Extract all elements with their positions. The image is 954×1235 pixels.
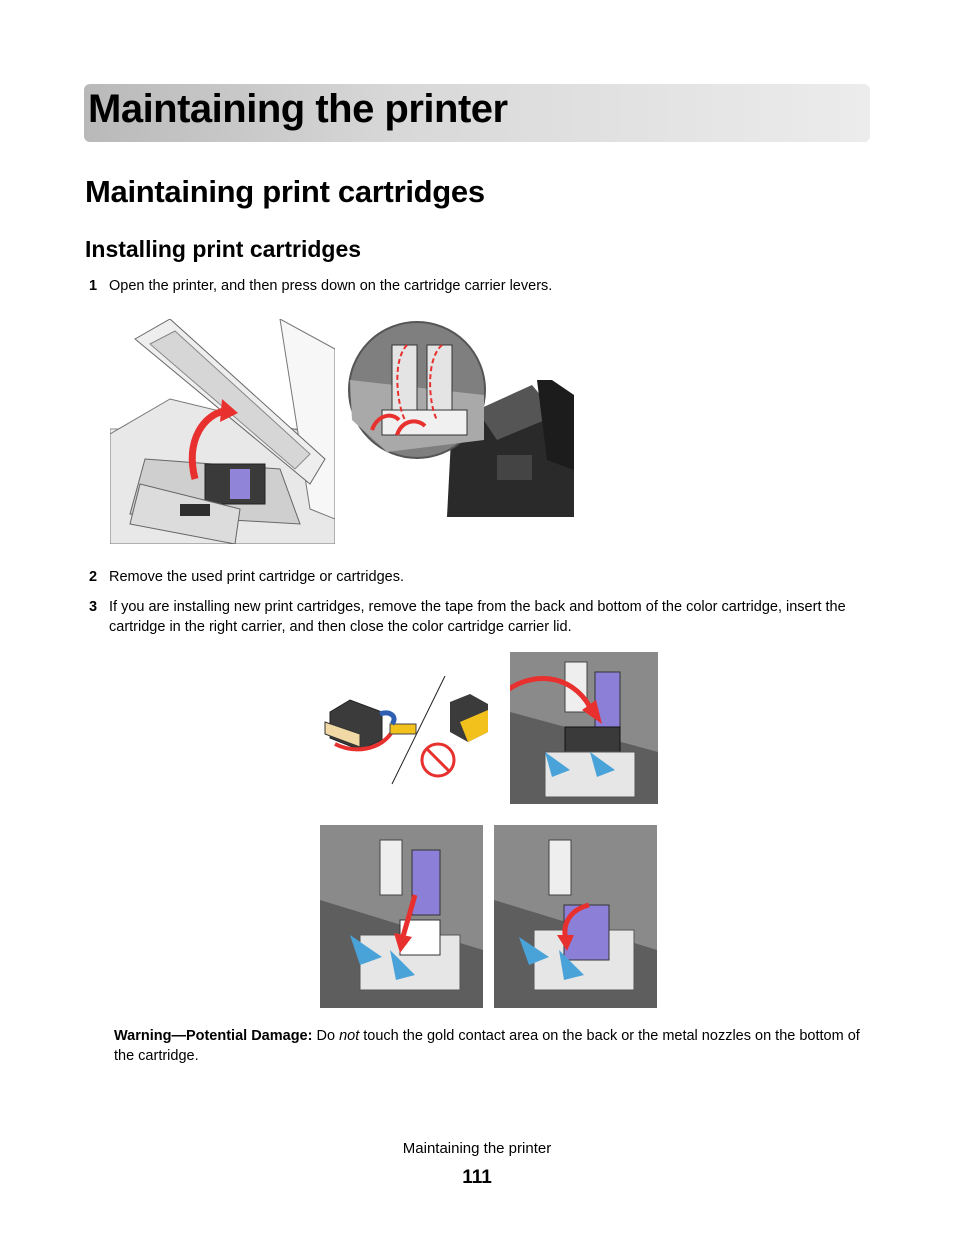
chapter-title: Maintaining the printer xyxy=(88,87,508,131)
insert-cartridge-down-illustration xyxy=(320,825,483,1008)
section-heading: Maintaining print cartridges xyxy=(85,174,485,209)
step-text: Remove the used print cartridge or cartr… xyxy=(109,569,404,585)
warning-text-pre: Do xyxy=(312,1028,340,1044)
step-number: 3 xyxy=(89,599,98,615)
remove-tape-illustration xyxy=(320,672,500,787)
carrier-levers-zoom-illustration xyxy=(347,320,574,517)
step-number: 1 xyxy=(89,278,98,294)
insert-cartridge-illustration xyxy=(510,652,658,804)
step-number: 2 xyxy=(89,569,98,585)
warning-text-post: touch the gold contact area on the back … xyxy=(114,1028,860,1064)
step-text: If you are installing new print cartridg… xyxy=(109,599,846,635)
warning-emphasis: not xyxy=(339,1028,360,1044)
printer-open-illustration xyxy=(110,319,335,544)
warning-note: Warning—Potential Damage: Do not touch t… xyxy=(114,1026,874,1066)
warning-label: Warning—Potential Damage: xyxy=(114,1028,313,1044)
step-text: Open the printer, and then press down on… xyxy=(109,278,553,294)
page-number: 111 xyxy=(462,1167,492,1188)
close-lid-illustration xyxy=(494,825,657,1008)
subsection-heading: Installing print cartridges xyxy=(85,236,362,262)
footer-chapter-title: Maintaining the printer xyxy=(402,1140,552,1157)
chapter-header-band: Maintaining the printer xyxy=(84,84,870,142)
